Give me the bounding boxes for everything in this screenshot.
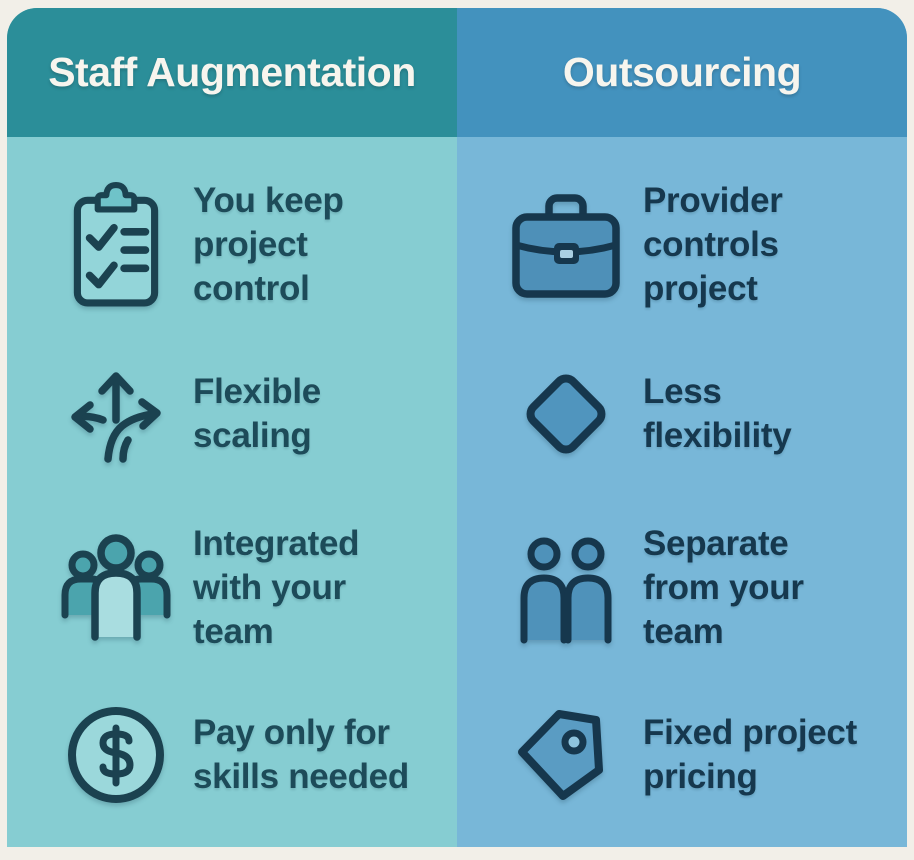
column-outsourcing: Outsourcing Provider controls project [457, 8, 907, 847]
comparison-card: Staff Augmentation You keep project cont… [7, 8, 907, 847]
column-title: Staff Augmentation [48, 49, 416, 95]
item-line: project [193, 225, 308, 264]
comparison-row: You keep project control [53, 170, 449, 320]
item-line: controls [643, 225, 779, 264]
column-header: Staff Augmentation [7, 8, 457, 137]
comparison-row: Separate from your team [503, 513, 899, 663]
item-text: Pay only for skills needed [193, 711, 409, 799]
item-text: Provider controls project [643, 179, 783, 311]
item-line: with your [193, 568, 346, 607]
briefcase-icon [503, 192, 629, 299]
item-line: Fixed project [643, 713, 857, 752]
comparison-row: Pay only for skills needed [53, 693, 449, 817]
item-line: control [193, 269, 310, 308]
column-header: Outsourcing [457, 8, 907, 137]
item-text: Separate from your team [643, 522, 804, 654]
comparison-row: Flexible scaling [53, 358, 449, 470]
clipboard-checklist-icon [53, 181, 179, 309]
item-line: team [193, 612, 274, 651]
item-text: You keep project control [193, 179, 344, 311]
column-title: Outsourcing [562, 49, 802, 95]
item-line: pricing [643, 757, 758, 796]
comparison-row: Less flexibility [503, 358, 899, 470]
item-line: Provider [643, 181, 783, 220]
item-line: Less [643, 372, 722, 411]
comparison-row: Provider controls project [503, 170, 899, 320]
item-line: team [643, 612, 724, 651]
item-text: Integrated with your team [193, 522, 360, 654]
item-text: Less flexibility [643, 370, 792, 458]
column-staff-augmentation: Staff Augmentation You keep project cont… [7, 8, 457, 847]
item-line: project [643, 269, 758, 308]
item-line: flexibility [643, 416, 792, 455]
item-line: Separate [643, 524, 789, 563]
item-text: Flexible scaling [193, 370, 321, 458]
dollar-circle-icon [53, 704, 179, 806]
diamond-icon [503, 362, 629, 466]
item-line: scaling [193, 416, 312, 455]
item-line: from your [643, 568, 804, 607]
item-line: You keep [193, 181, 344, 220]
team-group-icon [53, 529, 179, 647]
item-line: Flexible [193, 372, 321, 411]
item-line: skills needed [193, 757, 409, 796]
branch-arrows-icon [53, 364, 179, 464]
item-text: Fixed project pricing [643, 711, 857, 799]
comparison-row: Integrated with your team [53, 513, 449, 663]
item-line: Integrated [193, 524, 360, 563]
item-line: Pay only for [193, 713, 390, 752]
price-tag-icon [503, 702, 629, 809]
comparison-row: Fixed project pricing [503, 693, 899, 817]
two-people-icon [503, 528, 629, 648]
